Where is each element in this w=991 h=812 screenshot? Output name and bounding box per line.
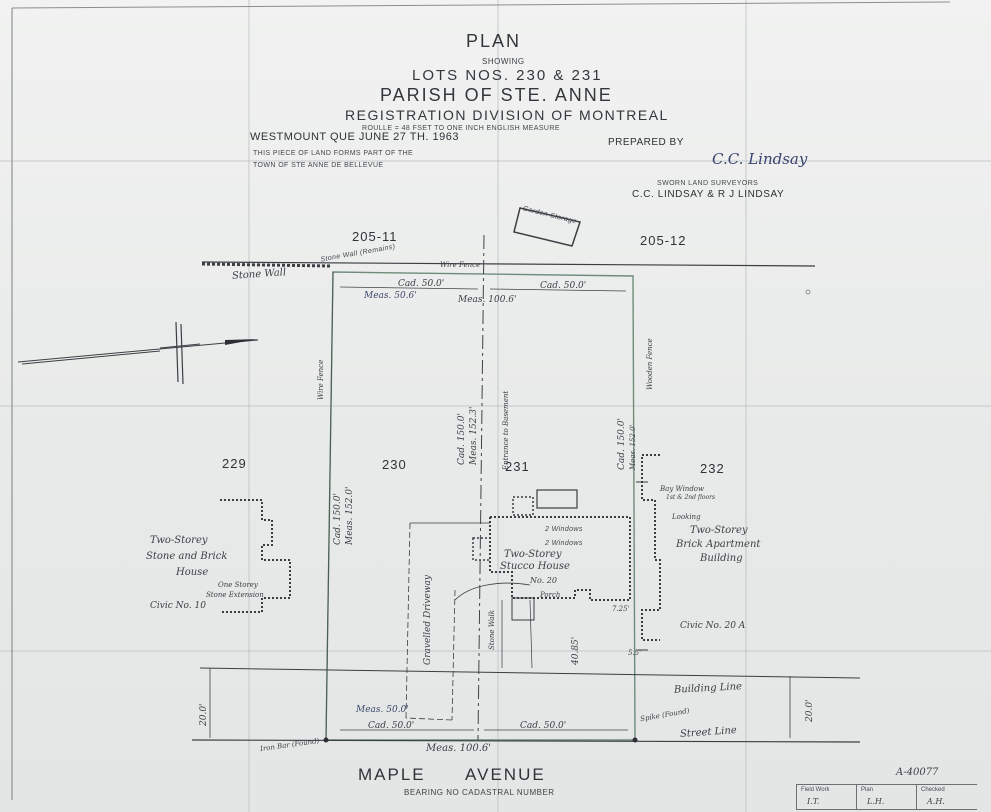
garden-storage-shape: [513, 207, 581, 247]
house-231-line2: Stucco House: [500, 561, 570, 572]
lot-232: 232: [700, 461, 725, 476]
house-229-line2: Stone and Brick: [146, 551, 228, 562]
looking-label: Looking: [672, 513, 701, 521]
cad-150-right-label: Cad. 150.0': [617, 418, 627, 470]
fold-line: [745, 0, 747, 812]
lot-231: 231: [505, 459, 530, 474]
title-block-field-work: Field Work I.T.: [796, 784, 857, 810]
house-231-outline: [405, 489, 631, 721]
distance-7-25: 7.25': [612, 605, 630, 613]
lot-boundary-west: [325, 271, 334, 741]
stone-walk-label: Stone Walk: [488, 610, 496, 650]
rear-line: [201, 261, 816, 267]
distance-40-85: 40.85': [571, 636, 581, 665]
apartment-line3: Building: [700, 553, 743, 564]
stone-extension-label: Stone Extension: [206, 591, 264, 599]
fold-line: [248, 0, 250, 812]
street-line: [191, 739, 861, 743]
surveyor-title: SWORN LAND SURVEYORS: [657, 180, 759, 187]
plan-label: Plan: [861, 787, 874, 793]
cad-150-mid-label: Cad. 150.0': [457, 413, 467, 465]
apartment-232-outline: [641, 454, 661, 641]
fold-line: [0, 160, 991, 162]
distance-20-left: 20.0': [199, 703, 209, 726]
place-date: WESTMOUNT QUE JUNE 27 TH. 1963: [250, 131, 459, 143]
meas-100-6-top-label: Meas. 100.6': [458, 295, 517, 305]
house-229-line1: Two-Storey: [150, 535, 208, 546]
civic-10-label: Civic No. 10: [150, 601, 206, 611]
house-229-line3: House: [176, 567, 209, 578]
title-block-plan: Plan L.H.: [856, 784, 917, 810]
sheet-border: [11, 1, 951, 9]
lot-boundary: [325, 271, 636, 741]
fold-line: [497, 0, 499, 812]
surveyor-signature: C.C. Lindsay: [712, 150, 808, 168]
cad-50-top-left: Cad. 50.0': [398, 279, 445, 289]
cad-150-left-label: Cad. 150.0': [333, 493, 343, 545]
wooden-fence-label: Wooden Fence: [646, 338, 654, 390]
building-line: [199, 667, 861, 679]
civic-20-label: No. 20: [530, 576, 557, 585]
cad-50-bottom-right: Cad. 50.0': [520, 721, 567, 731]
north-arrow: [17, 321, 259, 385]
meas-50-0-label: Meas. 50.0': [356, 705, 409, 715]
field-work-label: Field Work: [801, 787, 830, 793]
meas-152-right-label: Meas. 152.0': [629, 424, 637, 471]
scale-note: ROULLE = 48 FSET TO ONE INCH ENGLISH MEA…: [362, 125, 560, 132]
parish-heading: PARISH OF STE. ANNE: [380, 85, 613, 105]
bay-window-floors-label: 1st & 2nd floors: [666, 494, 716, 501]
plan-title: PLAN: [466, 31, 522, 51]
lot-division-line: [477, 234, 485, 741]
one-storey-label: One Storey: [218, 581, 258, 589]
prepared-by-label: PREPARED BY: [608, 137, 684, 148]
civic-20a-label: Civic No. 20 A: [680, 621, 746, 631]
iron-bar-marker: [323, 737, 329, 743]
meas-152-mid-label: Meas. 152.3': [469, 406, 479, 466]
cad-50-bottom-left: Cad. 50.0': [368, 721, 415, 731]
lot-229: 229: [222, 456, 247, 471]
apartment-line1: Two-Storey: [690, 525, 748, 536]
apartment-line2: Brick Apartment: [676, 539, 761, 550]
showing-label: SHOWING: [482, 57, 525, 66]
stone-wall-hatch: [201, 262, 331, 268]
note-line-1: THIS PIECE OF LAND FORMS PART OF THE: [253, 150, 414, 157]
porch-label: Porch: [540, 591, 561, 599]
meas-152-left-label: Meas. 152.0': [345, 486, 355, 546]
lot-230: 230: [382, 457, 407, 472]
gravelled-driveway-label: Gravelled Driveway: [423, 575, 433, 665]
surveyor-names: C.C. LINDSAY & R J LINDSAY: [632, 189, 785, 200]
lot-205-12: 205-12: [640, 233, 687, 248]
street-name: MAPLE AVENUE: [358, 765, 546, 784]
entrance-basement-label: Entrance to Basement: [502, 390, 510, 470]
distance-20-right: 20.0': [805, 699, 815, 722]
title-block-checked: Checked A.H.: [916, 784, 977, 810]
spike-marker: [632, 737, 638, 743]
bearing-note: BEARING NO CADASTRAL NUMBER: [404, 788, 555, 797]
dimension-lines: [209, 286, 791, 738]
cad-50-top-right: Cad. 50.0': [540, 281, 587, 291]
registration-heading: REGISTRATION DIVISION OF MONTREAL: [345, 107, 669, 123]
bay-window-label: Bay Window: [660, 485, 705, 493]
plan-number: A-40077: [896, 767, 939, 778]
field-work-value: I.T.: [807, 797, 820, 806]
windows-note-2: 2 Windows: [545, 540, 583, 547]
fold-line: [0, 650, 991, 652]
lot-205-11: 205-11: [352, 229, 398, 244]
checked-value: A.H.: [927, 797, 945, 806]
fold-line: [0, 405, 991, 407]
windows-note-1: 2 Windows: [545, 526, 583, 533]
checked-label: Checked: [921, 787, 945, 793]
pin-hole: [805, 289, 811, 295]
distance-5-5: 5.5': [628, 649, 642, 657]
wire-fence-left-label: Wire Fence: [317, 359, 325, 400]
meas-100-6-bottom-label: Meas. 100.6': [426, 743, 491, 754]
note-line-2: TOWN OF STE ANNE DE BELLEVUE: [253, 162, 384, 169]
wire-fence-top-label: Wire Fence: [440, 261, 481, 269]
plan-value: L.H.: [867, 797, 885, 806]
meas-50-6-label: Meas. 50.6': [364, 291, 417, 301]
house-231-line1: Two-Storey: [504, 549, 562, 560]
lots-heading: LOTS NOS. 230 & 231: [412, 67, 603, 84]
